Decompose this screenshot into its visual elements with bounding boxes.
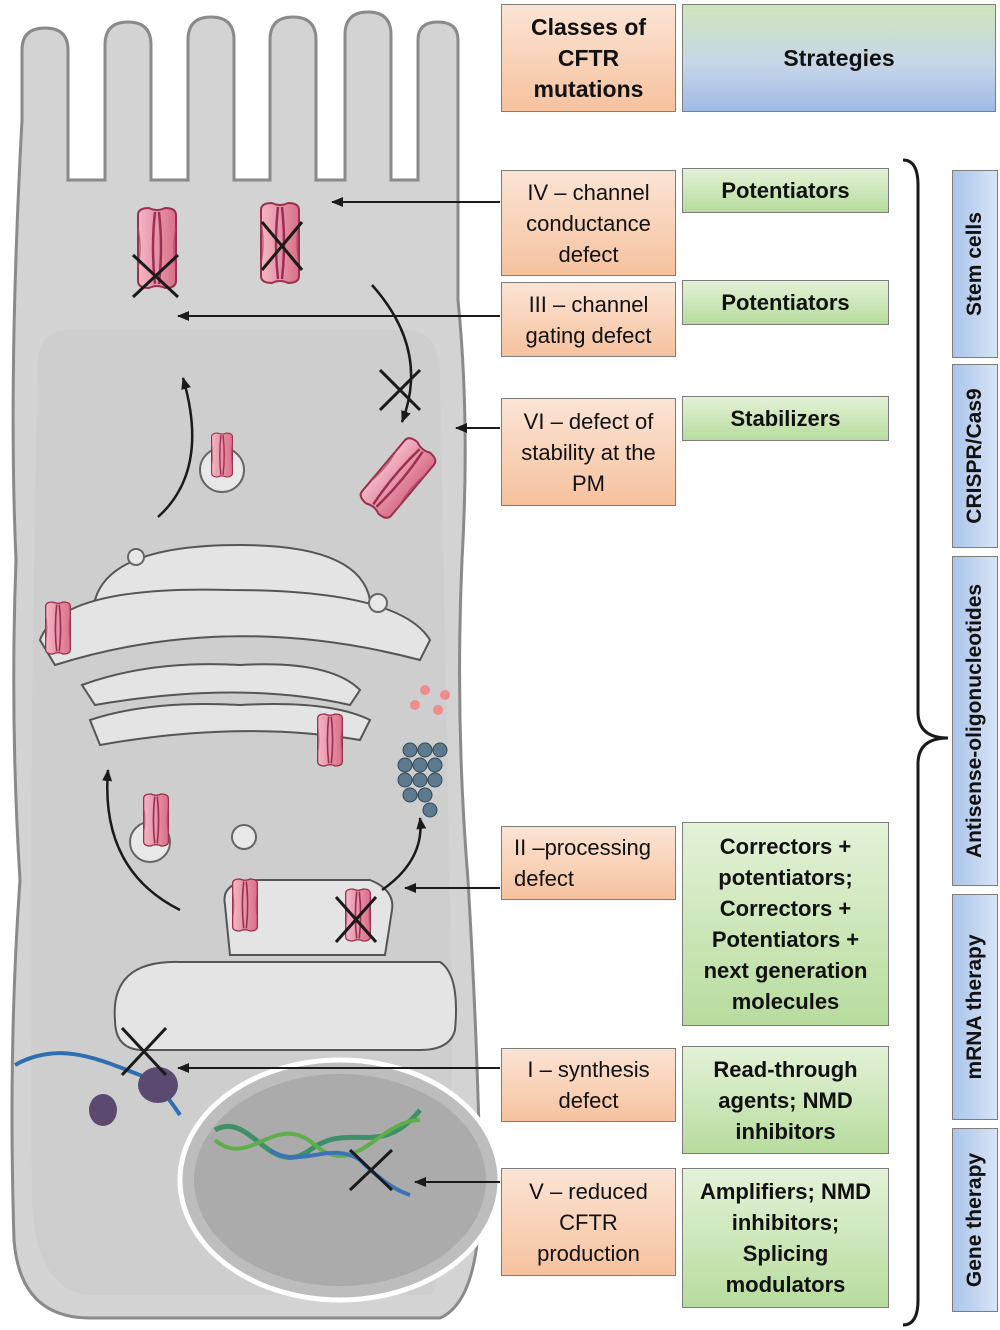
strategy-i-box: Read-through agents; NMD inhibitors <box>682 1046 889 1154</box>
strategy-iv-label: Potentiators <box>721 178 850 203</box>
nucleus <box>177 1057 503 1303</box>
class-ii-label: II –processing defect <box>514 835 651 891</box>
header-classes: Classes of CFTR mutations <box>501 4 676 112</box>
header-strategies: Strategies <box>682 4 996 112</box>
strategy-iv-box: Potentiators <box>682 168 889 213</box>
strategy-vi-label: Stabilizers <box>730 406 841 431</box>
class-i-label: I – synthesis defect <box>527 1057 650 1113</box>
class-iv-label: IV – channel conductance defect <box>526 179 651 267</box>
general-mrna-therapy-label: mRNA therapy <box>963 934 986 1080</box>
class-arrows <box>177 197 500 1187</box>
class-v-box: V – reduced CFTR production <box>501 1168 676 1276</box>
class-vi-label: VI – defect of stability at the PM <box>521 408 656 496</box>
general-stem-cells-label: Stem cells <box>963 212 986 316</box>
general-antisense-label: Antisense-oligonucleotides <box>963 583 986 859</box>
strategy-ii-label: Correctors + potentiators; Correctors + … <box>703 834 868 1014</box>
strategy-vi-box: Stabilizers <box>682 396 889 441</box>
strategy-i-label: Read-through agents; NMD inhibitors <box>713 1056 858 1144</box>
class-vi-box: VI – defect of stability at the PM <box>501 398 676 506</box>
strategy-brace <box>902 158 949 1327</box>
strategy-v-box: Amplifiers; NMD inhibitors; Splicing mod… <box>682 1168 889 1308</box>
strategy-iii-box: Potentiators <box>682 280 889 325</box>
class-ii-box: II –processing defect <box>501 826 676 900</box>
strategy-v-label: Amplifiers; NMD inhibitors; Splicing mod… <box>699 1179 872 1297</box>
proteasome <box>397 742 448 818</box>
class-iii-label: III – channel gating defect <box>525 291 652 348</box>
class-iii-box: III – channel gating defect <box>501 282 676 357</box>
general-antisense-oligonucleotides: Antisense-oligonucleotides <box>952 556 998 886</box>
class-iv-box: IV – channel conductance defect <box>501 170 676 276</box>
class-i-box: I – synthesis defect <box>501 1048 676 1122</box>
class-v-label: V – reduced CFTR production <box>529 1178 648 1266</box>
ribosome <box>14 1051 182 1126</box>
header-classes-text: Classes of CFTR mutations <box>530 13 647 102</box>
trafficking-arrows <box>102 284 427 912</box>
general-stem-cells: Stem cells <box>952 170 998 358</box>
general-gene-therapy: Gene therapy <box>952 1128 998 1312</box>
general-mrna-therapy: mRNA therapy <box>952 894 998 1120</box>
block-marks <box>120 221 422 1192</box>
general-gene-therapy-label: Gene therapy <box>963 1152 986 1288</box>
general-crispr-cas9: CRISPR/Cas9 <box>952 364 998 548</box>
peptide-fragments <box>410 685 450 715</box>
golgi-apparatus <box>38 543 432 747</box>
general-crispr-cas9-label: CRISPR/Cas9 <box>963 388 986 524</box>
strategy-ii-box: Correctors + potentiators; Correctors + … <box>682 822 889 1026</box>
header-strategies-text: Strategies <box>783 44 895 71</box>
strategy-iii-label: Potentiators <box>721 290 850 315</box>
